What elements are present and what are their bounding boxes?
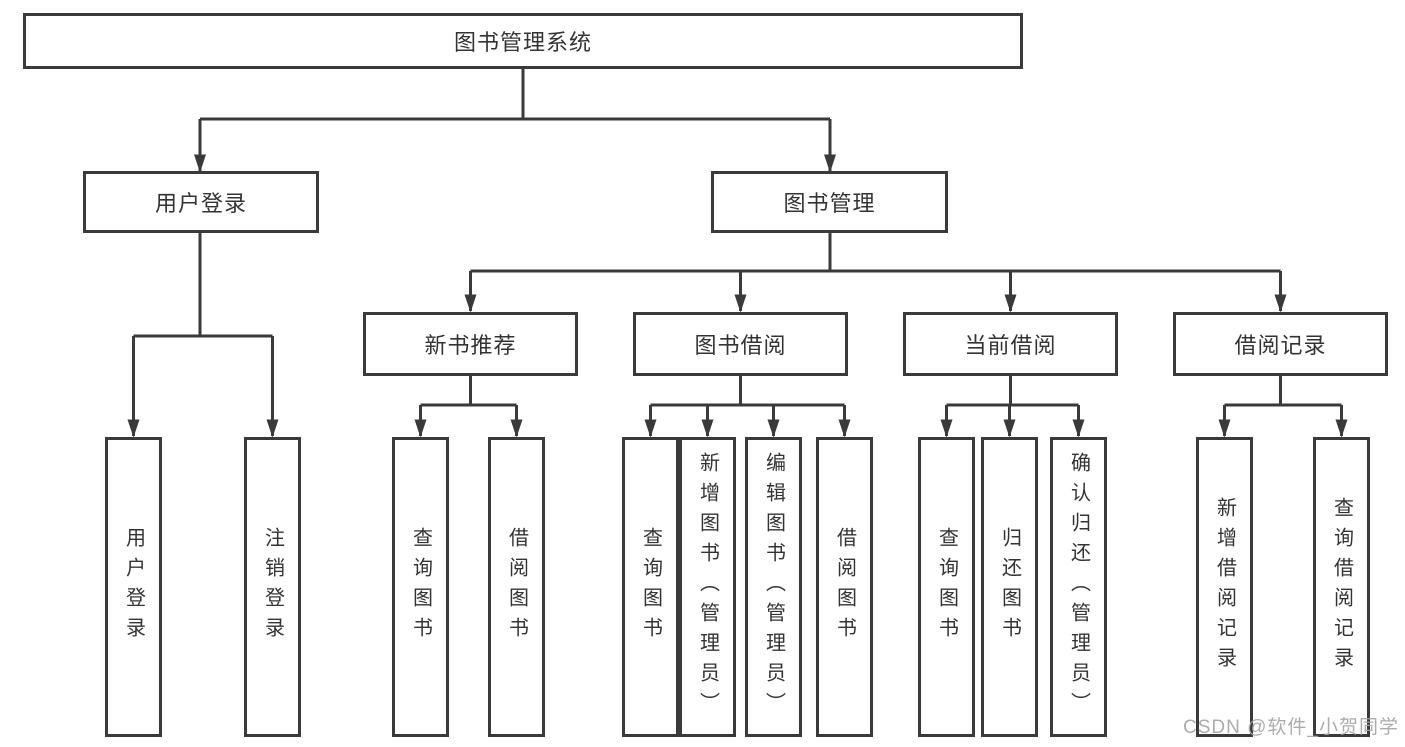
node-user-login: 用户登录 — [83, 171, 319, 233]
node-book-mgmt: 图书管理 — [711, 171, 948, 233]
leaf-newbook-borrow: 借阅图书 — [488, 437, 545, 737]
leaf-borrow-edit-admin: 编辑图书（管理员） — [745, 437, 802, 737]
leaf-current-return: 归还图书 — [981, 437, 1038, 737]
leaf-record-add: 新增借阅记录 — [1196, 437, 1253, 737]
node-root: 图书管理系统 — [23, 13, 1023, 69]
node-current-borrow: 当前借阅 — [903, 312, 1118, 376]
leaf-current-query: 查询图书 — [918, 437, 975, 737]
leaf-user-login: 用户登录 — [105, 437, 162, 737]
leaf-borrow-query: 查询图书 — [622, 437, 679, 737]
leaf-record-query: 查询借阅记录 — [1313, 437, 1370, 737]
leaf-current-confirm-admin: 确认归还（管理员） — [1050, 437, 1107, 737]
csdn-watermark: CSDN @软件_小贺同学 — [1183, 717, 1399, 738]
leaf-newbook-query: 查询图书 — [392, 437, 449, 737]
leaf-borrow-add-admin: 新增图书（管理员） — [679, 437, 736, 737]
leaf-borrow-borrow: 借阅图书 — [816, 437, 873, 737]
node-borrow-record: 借阅记录 — [1173, 312, 1388, 376]
node-book-borrow: 图书借阅 — [633, 312, 848, 376]
leaf-logout: 注销登录 — [244, 437, 301, 737]
node-new-book-recommend: 新书推荐 — [363, 312, 578, 376]
